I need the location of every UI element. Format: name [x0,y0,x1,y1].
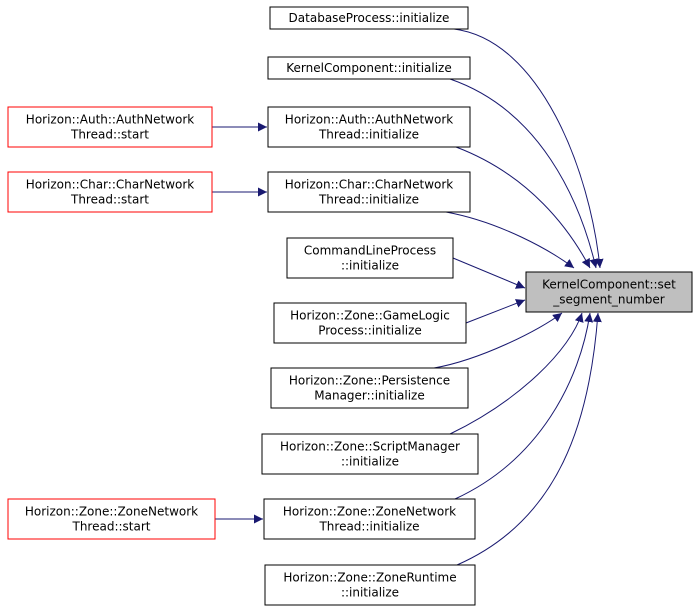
node-box [270,367,469,409]
caller-node-commandlineprocess-initialize[interactable]: CommandLineProcess::initialize [286,237,454,279]
edge-horizon-char-charnetwork-thread-initialize-to-target [445,211,575,269]
caller-node-horizon-zone-persistence-manager-initialize[interactable]: Horizon::Zone::PersistenceManager::initi… [270,367,469,409]
edge-horizon-zone-gamelogic-process-initialize-to-target [465,299,526,324]
node-label-line: ::initialize [341,455,399,469]
node-box [7,171,213,213]
caller-node-horizon-zone-zoneruntime-initialize[interactable]: Horizon::Zone::ZoneRuntime::initialize [264,564,476,606]
caller-node-horizon-char-charnetwork-thread-initialize[interactable]: Horizon::Char::CharNetworkThread::initia… [267,171,471,213]
edge-horizon-auth-authnetwork-thread-initialize-to-target [455,146,591,269]
node-label-line: Process::initialize [318,324,422,338]
node-label-line: Thread::initialize [318,128,419,142]
caller-node-horizon-auth-authnetwork-thread-initialize[interactable]: Horizon::Auth::AuthNetworkThread::initia… [267,106,471,148]
edge-horizon-zone-persistence-manager-initialize-to-target [433,312,563,369]
edge-horizon-zone-zoneruntime-initialize-to-target [456,312,602,566]
edge-horizon-zone-zonenetwork-thread-initialize-to-target [454,312,594,500]
caller-node-horizon-zone-scriptmanager-initialize[interactable]: Horizon::Zone::ScriptManager::initialize [261,433,479,475]
node-label-line: Horizon::Zone::GameLogic [290,309,450,323]
node-label-line: Thread::start [70,193,149,207]
node-label-line: KernelComponent::set [542,278,676,292]
node-label-line: Horizon::Char::CharNetwork [26,178,195,192]
edge-horizon-zone-scriptmanager-initialize-to-target [449,312,584,435]
caller-node-horizon-zone-gamelogic-process-initialize[interactable]: Horizon::Zone::GameLogicProcess::initial… [273,302,467,344]
target-node-kernelcomponent-set-segment-number[interactable]: KernelComponent::set_segment_number [525,271,693,313]
node-box [286,237,454,279]
node-label-line: Horizon::Auth::AuthNetwork [285,113,453,127]
node-label-line: Horizon::Zone::ZoneRuntime [283,571,456,585]
node-label-line: Horizon::Zone::ZoneNetwork [25,505,198,519]
node-box [267,171,471,213]
node-label-line: ::initialize [341,259,399,273]
edge-databaseprocess-initialize-to-target [453,28,604,269]
caller-node-databaseprocess-initialize[interactable]: DatabaseProcess::initialize [269,6,469,30]
node-box [267,106,471,148]
node-box [261,433,479,475]
node-label-line: Horizon::Zone::ZoneNetwork [283,505,456,519]
edge-kernelcomponent-initialize-to-target [449,78,599,269]
node-label-line: CommandLineProcess [304,244,436,258]
node-label-line: Manager::initialize [314,389,425,403]
node-label-line: Thread::start [72,520,151,534]
node-label-line: Horizon::Char::CharNetwork [285,178,454,192]
node-label-line: ::initialize [341,586,399,600]
node-label-line: KernelComponent::initialize [286,61,451,75]
node-label-line: DatabaseProcess::initialize [289,11,450,25]
node-label-line: Horizon::Auth::AuthNetwork [26,113,194,127]
caller-node-horizon-zone-zonenetwork-thread-initialize[interactable]: Horizon::Zone::ZoneNetworkThread::initia… [263,498,476,540]
node-box [264,564,476,606]
edge-commandlineprocess-initialize-to-target [452,257,526,289]
node-label-line: Horizon::Zone::Persistence [289,374,450,388]
node-label-line: Thread::initialize [318,193,419,207]
node-box [7,498,216,540]
node-box [7,106,213,148]
node-label-line: Thread::initialize [318,520,419,534]
node-box [267,56,471,80]
caller-node-kernelcomponent-initialize[interactable]: KernelComponent::initialize [267,56,471,80]
node-box [263,498,476,540]
node-box [273,302,467,344]
node-box [525,271,693,313]
node-label-line: _segment_number [552,293,665,307]
node-label-line: Horizon::Zone::ScriptManager [280,440,460,454]
node-label-line: Thread::start [70,128,149,142]
node-box [269,6,469,30]
